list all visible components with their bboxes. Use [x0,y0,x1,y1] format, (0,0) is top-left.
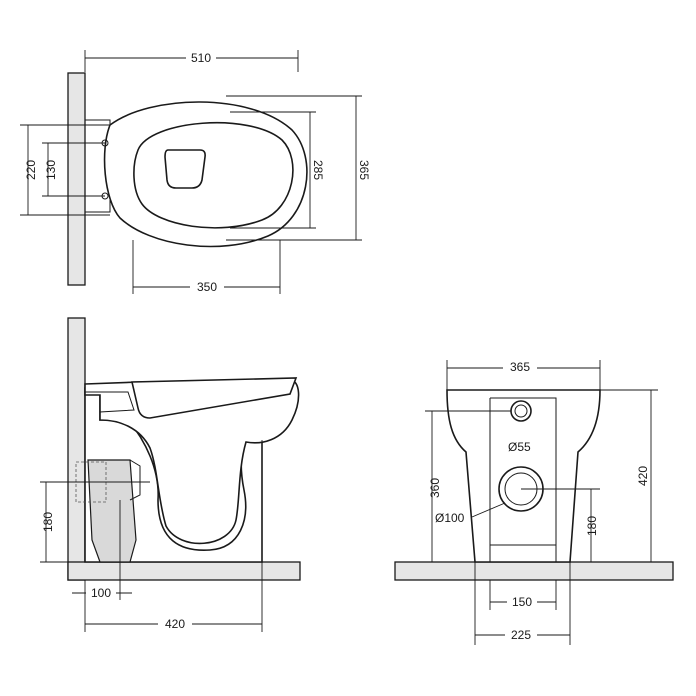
side-view-hinge [85,391,135,420]
dim-label-150: 150 [512,595,532,609]
front-view-label-55: Ø55 [508,440,531,454]
side-view-seat [130,377,298,419]
side-view-outlet-pipe [87,459,137,563]
dim-label-100: 100 [91,586,111,600]
dim-label-220: 220 [24,160,38,180]
dim-label-360: 360 [428,478,442,498]
dim-label-285: 285 [311,160,325,180]
dim-label-180-front: 180 [585,516,599,536]
dim-label-420-front: 420 [636,466,650,486]
side-view: 180 100 420 [40,317,301,632]
top-view-opening [164,149,206,189]
side-view-floor [67,561,301,581]
dim-label-365-top: 365 [357,160,371,180]
dim-label-420-side: 420 [165,617,185,631]
front-view-label-100: Ø100 [435,511,465,525]
front-view: Ø55 Ø100 365 420 360 180 150 22 [394,360,674,645]
top-view-seat-inner [133,121,294,229]
top-view-wall [67,72,86,286]
side-view-bowl [84,379,300,545]
front-view-inlet-inner [514,404,528,418]
dim-label-130: 130 [44,160,58,180]
dim-label-225: 225 [511,628,531,642]
front-view-floor [394,561,674,581]
front-view-inlet-outer [510,400,532,422]
side-view-pipe-collar [129,459,141,501]
dim-label-350: 350 [197,280,217,294]
side-view-wall [67,317,86,581]
top-view: 510 350 365 285 220 130 [20,50,371,294]
dim-label-510: 510 [191,51,211,65]
front-view-pedestal [489,397,557,562]
dim-label-180-side: 180 [41,512,55,532]
dim-label-365-front: 365 [510,360,530,374]
